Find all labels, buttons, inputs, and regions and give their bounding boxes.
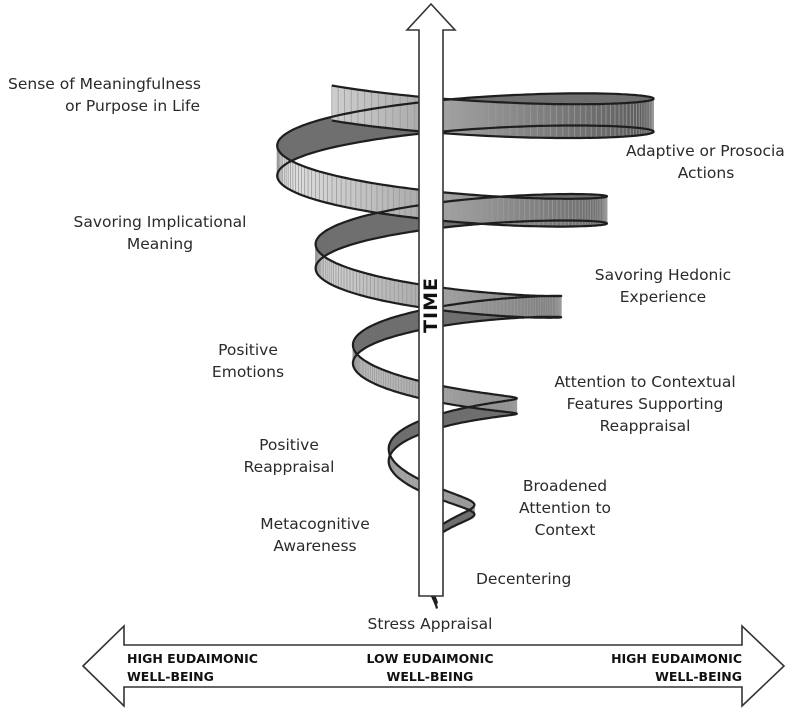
label-decentering: Decentering <box>476 570 572 588</box>
well-being-axis-arrow <box>81 624 786 708</box>
spiral-upper-edge <box>276 84 655 604</box>
label-stress-appraisal: Stress Appraisal <box>367 615 493 633</box>
time-arrow <box>405 2 457 597</box>
spiral-lower-edge <box>276 119 655 609</box>
